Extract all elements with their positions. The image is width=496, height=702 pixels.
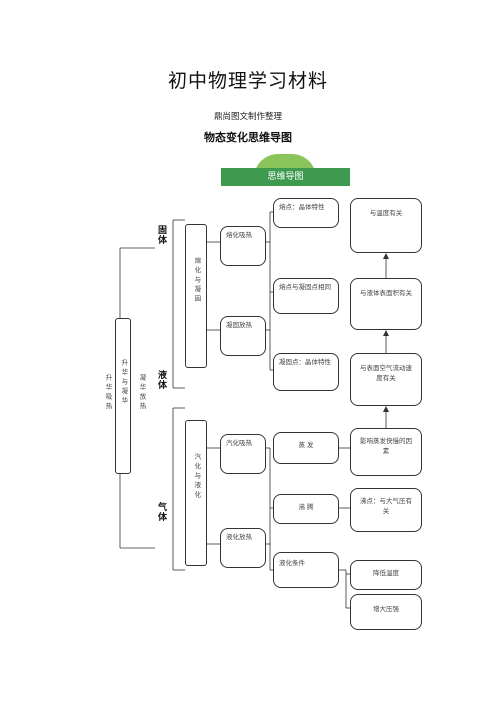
melting-group-label: 熔化与凝固 — [192, 257, 201, 305]
air-factor-label: 与表面空气流动速度有关 — [360, 364, 412, 382]
freezing-release-box: 凝固放热 — [220, 316, 266, 356]
vaporization-group-box: 汽化与液化 — [185, 420, 207, 566]
melting-point-label: 熔点：晶体特性 — [279, 203, 325, 211]
temperature-factor-label: 与温度有关 — [369, 209, 403, 217]
freezing-release-label: 凝固放热 — [226, 321, 252, 329]
state-liquid: 液体 — [158, 371, 168, 392]
liquefaction-condition-box: 液化条件 — [273, 552, 339, 588]
liquefaction-release-label: 液化放热 — [226, 533, 252, 541]
same-point-box: 熔点与凝固点相同 — [273, 278, 339, 314]
document-title: 初中物理学习材料 — [167, 70, 328, 92]
same-point-label: 熔点与凝固点相同 — [279, 283, 331, 291]
freezing-point-label: 凝固点：晶体特性 — [279, 358, 331, 366]
boiling-box: 沸 腾 — [273, 494, 339, 524]
mind-map-banner: 思维导图 — [221, 168, 350, 186]
evaporation-factors-label: 影响蒸发快慢的因素 — [360, 437, 412, 455]
surface-factor-label: 与液体表面积有关 — [360, 289, 412, 297]
label-sublimation-absorb: 升华吸热 — [104, 374, 112, 412]
vaporization-absorb-box: 汽化吸热 — [220, 434, 266, 474]
evaporation-label: 蒸 发 — [298, 441, 314, 449]
temperature-factor-box: 与温度有关 — [350, 198, 422, 253]
state-solid: 固体 — [158, 226, 168, 247]
melting-group-box: 熔化与凝固 — [185, 224, 207, 368]
sublimation-label: 升华与凝华 — [119, 359, 128, 407]
melting-absorb-label: 熔化吸热 — [226, 231, 252, 239]
liquefaction-condition-label: 液化条件 — [279, 559, 305, 567]
liquefaction-release-box: 液化放热 — [220, 528, 266, 568]
increase-pressure-label: 增大压强 — [373, 605, 399, 613]
melting-absorb-box: 熔化吸热 — [220, 226, 266, 266]
vaporization-absorb-label: 汽化吸热 — [226, 439, 252, 447]
state-gas: 气体 — [158, 503, 168, 524]
surface-factor-box: 与液体表面积有关 — [350, 278, 422, 330]
mind-map-title: 物态变化思维导图 — [204, 131, 292, 144]
sublimation-box: 升华与凝华 — [115, 318, 131, 474]
air-factor-box: 与表面空气流动速度有关 — [350, 353, 422, 406]
boiling-point-label: 沸点：与大气压有关 — [360, 497, 412, 515]
lower-temperature-box: 降低温度 — [350, 560, 422, 590]
boiling-label: 沸 腾 — [298, 503, 314, 511]
document-subtitle: 鼎尚图文制作整理 — [213, 112, 282, 122]
vaporization-group-label: 汽化与液化 — [192, 453, 201, 501]
evaporation-box: 蒸 发 — [273, 432, 339, 464]
lower-temperature-label: 降低温度 — [373, 569, 399, 577]
freezing-point-box: 凝固点：晶体特性 — [273, 353, 339, 391]
melting-point-box: 熔点：晶体特性 — [273, 198, 339, 228]
evaporation-factors-box: 影响蒸发快慢的因素 — [350, 428, 422, 476]
boiling-point-box: 沸点：与大气压有关 — [350, 488, 422, 532]
label-sublimation-release: 凝华放热 — [138, 374, 146, 412]
increase-pressure-box: 增大压强 — [350, 594, 422, 630]
